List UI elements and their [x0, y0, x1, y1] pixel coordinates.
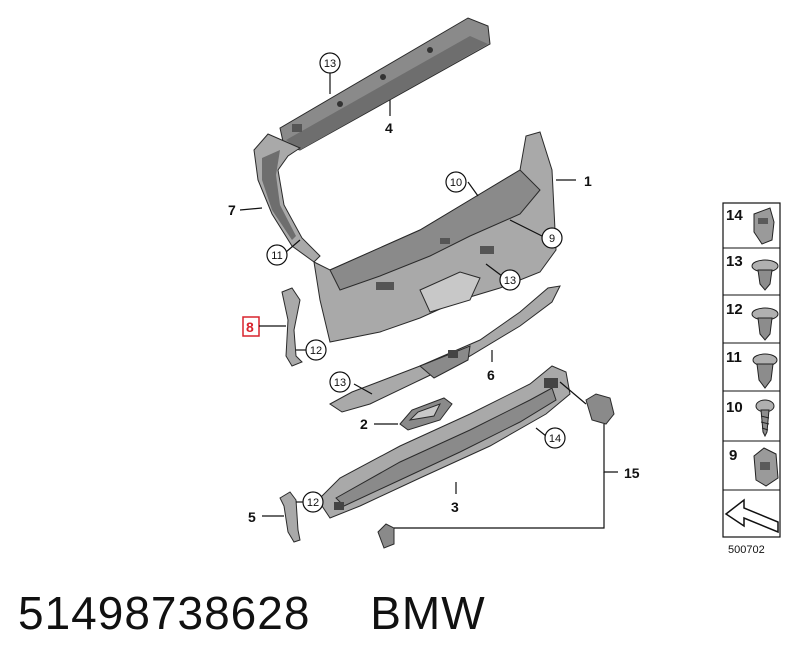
part-6-handle-trim[interactable] [329, 285, 561, 413]
sidebar-item-label: 12 [726, 301, 743, 318]
callout-12-a [305, 339, 327, 361]
clip-14-icon [753, 207, 775, 245]
expanding-rivet-13-icon [751, 259, 779, 291]
sidebar-item-11[interactable]: 11 [726, 349, 778, 389]
sidebar-item-12[interactable]: 12 [726, 301, 779, 341]
part-1-label: 1 [584, 173, 592, 189]
callout-9 [541, 227, 563, 249]
part-4-upper-trim[interactable] [279, 17, 491, 151]
callout-12-b-label: 12 [307, 497, 319, 509]
callout-14 [544, 427, 566, 449]
part-5-small-strip[interactable] [279, 491, 301, 543]
part-2-label: 2 [360, 416, 368, 432]
orientation-arrow-icon [724, 498, 779, 534]
part-8-label: 8 [246, 319, 254, 335]
footer-brand: BMW [370, 587, 486, 639]
callout-13-left-label: 13 [334, 377, 346, 389]
sidebar-item-label: 14 [726, 207, 743, 224]
part-8-side-strip[interactable] [281, 287, 303, 367]
sidebar-item-10[interactable]: 10 [726, 399, 775, 438]
part-6-label: 6 [487, 367, 495, 383]
callout-13-left [329, 371, 351, 393]
screw-10-icon [755, 399, 775, 438]
clip-9-icon [753, 447, 779, 487]
fastener-legend: 14 13 12 11 [722, 202, 781, 538]
part-7-label: 7 [228, 202, 236, 218]
sidebar-item-label: 11 [726, 349, 742, 366]
callout-11 [266, 244, 288, 266]
part-5-label: 5 [248, 509, 256, 525]
expanding-rivet-12-icon [751, 307, 779, 341]
callout-9-label: 9 [549, 233, 555, 245]
callout-12-b [302, 491, 324, 513]
callout-13-mid-label: 13 [504, 275, 516, 287]
sidebar-item-14[interactable]: 14 [726, 207, 775, 245]
part-15-label: 15 [624, 465, 640, 481]
part-2-handle-insert[interactable] [399, 397, 453, 431]
footer-part-number: 51498738628 [18, 587, 311, 639]
callout-11-label: 11 [271, 250, 282, 262]
sidebar-item-label: 9 [729, 447, 737, 464]
part-4-label: 4 [385, 120, 393, 136]
callout-12-a-label: 12 [310, 345, 322, 357]
callout-10 [445, 171, 467, 193]
part-1-tailgate-trim-panel[interactable] [313, 131, 557, 343]
footer: 51498738628 BMW [18, 586, 486, 640]
part-7-pillar-trim[interactable] [253, 133, 321, 263]
callout-13-top-label: 13 [324, 58, 336, 70]
part-15-bracket-right[interactable] [585, 393, 615, 425]
sidebar-item-13[interactable]: 13 [726, 253, 779, 291]
sidebar-item-9[interactable]: 9 [729, 447, 779, 487]
diagram-code: 500702 [728, 544, 765, 556]
sidebar-item-label: 10 [726, 399, 743, 416]
expanding-rivet-11-icon [752, 353, 778, 389]
sidebar-item-label: 13 [726, 253, 743, 270]
callout-13-mid [499, 269, 521, 291]
part-3-lower-trim-panel[interactable] [317, 365, 571, 519]
callout-14-label: 14 [549, 433, 561, 445]
part-15-bracket-left[interactable] [377, 523, 395, 549]
part-3-label: 3 [451, 499, 459, 515]
callout-13-top [319, 52, 341, 74]
callout-10-label: 10 [450, 177, 462, 189]
